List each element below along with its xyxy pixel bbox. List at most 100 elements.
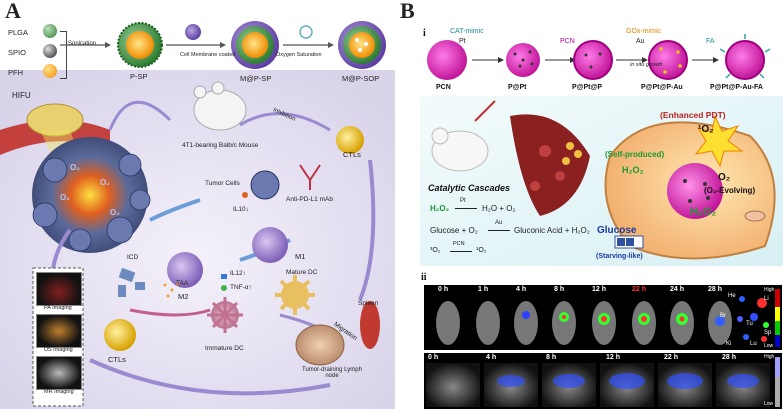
organ-li: Li — [764, 296, 769, 302]
legend-plga: PLGA — [8, 28, 29, 37]
eq1-left: H₂O₂ — [430, 204, 450, 213]
in-situ-label: in situ growth — [630, 62, 663, 68]
time-28h: 28 h — [708, 286, 723, 293]
fa-label: FA — [706, 38, 715, 45]
lymph-node-label: Tumor-draining Lymph node — [302, 367, 362, 379]
organ-br: Br — [720, 313, 726, 319]
eq1-right: H₂O + O₂ — [482, 204, 516, 213]
il12-label: IL12↑ — [230, 270, 246, 277]
starving-label: (Starving-like) — [596, 253, 643, 260]
eq2-right: Gluconic Acid + H₂O₂ — [514, 226, 590, 235]
m2-label: M2 — [178, 292, 189, 301]
time-1h: 1 h — [478, 286, 489, 293]
fluorescence-mice — [436, 289, 780, 347]
eq2-catalyst: Au — [495, 220, 503, 226]
self-produced-label: (Self-produced) — [605, 150, 665, 159]
legend-spio: SPIO — [8, 48, 26, 57]
scale-low-1: Low — [764, 343, 774, 349]
ctls-bottom-label: CTLs — [108, 355, 126, 364]
eq3-arrow — [450, 251, 472, 252]
subpanel-i-label: i — [423, 28, 426, 39]
mr-imaging-thumbnail — [36, 356, 82, 390]
o2-label: O₂ — [718, 172, 731, 183]
organ-he: He — [728, 293, 736, 299]
mr-imaging-label: MR Imaging — [44, 389, 74, 395]
scale-high-1: High — [764, 287, 775, 293]
hifu-label: HIFU — [12, 91, 31, 100]
spio-sphere-icon — [43, 44, 57, 58]
time-row-2: 0 h 4 h 8 h 12 h 22 h 28 h — [424, 354, 782, 364]
svg-text:O₂: O₂ — [70, 163, 80, 172]
us-time-4h: 4 h — [486, 354, 497, 361]
subpanel-ii-label: ii — [421, 272, 427, 283]
cascade-illustration — [420, 96, 783, 266]
ultrasound-frames — [426, 357, 780, 407]
tnf-label: TNF-α↑ — [230, 284, 252, 291]
svg-text:O₂: O₂ — [100, 178, 110, 187]
tumor-cells-label: Tumor Cells — [205, 180, 240, 187]
particle-ppt: P@Pt — [508, 84, 527, 91]
us-time-28h: 28 h — [722, 354, 737, 361]
spleen-label: Spleen — [358, 300, 379, 307]
pa-imaging-thumbnail — [36, 272, 82, 306]
singlet-oxygen-label: ¹O₂ — [698, 124, 714, 135]
us-imaging-label: US Imaging — [44, 347, 73, 353]
immature-dc-label: Immature DC — [205, 345, 244, 352]
organ-lu: Lu — [750, 341, 757, 347]
panel-label-a: A — [5, 0, 21, 23]
time-8h: 8 h — [554, 286, 565, 293]
particle-pptp: P@Pt@P — [572, 84, 602, 91]
taa-label: TAA — [176, 280, 189, 287]
ctls-top-label: CTLs — [343, 150, 361, 159]
time-0h: 0 h — [438, 286, 449, 293]
legend-bracket — [60, 31, 67, 79]
us-imaging-thumbnail — [36, 314, 82, 348]
eq3-right: ¹O₂ — [476, 247, 487, 254]
legend-pfh: PFH — [8, 68, 23, 77]
svg-text:O₂: O₂ — [110, 208, 120, 217]
eq2-left: Glucose + O₂ — [430, 226, 478, 235]
synthesis-row-b — [427, 34, 771, 80]
time-12h: 12 h — [592, 286, 607, 293]
au-label: Au — [636, 38, 645, 45]
svg-text:O₂: O₂ — [60, 193, 70, 202]
cat-mimic-label: CAT-mimic — [450, 28, 484, 35]
eq2-arrow — [488, 230, 510, 231]
organ-ki: Ki — [726, 341, 732, 347]
eq1-catalyst: Pt — [460, 198, 466, 204]
time-22h: 22 h — [632, 286, 647, 293]
panel-label-b: B — [400, 0, 415, 23]
product-mpsop: M@P-SOP — [342, 74, 380, 83]
product-mpsp: M@P-SP — [240, 74, 272, 83]
mouse-label: 4T1-bearing Balb/c Mouse — [182, 142, 259, 149]
eq3-left: ³O₂ — [430, 247, 441, 254]
pa-imaging-label: PA Imaging — [44, 305, 72, 311]
glucose-label: Glucose — [597, 225, 637, 236]
organ-tu: Tu — [746, 321, 753, 327]
step-membrane: Cell Membrane coated — [180, 52, 236, 58]
product-psp: P-SP — [130, 72, 148, 81]
organ-sp: Sp — [764, 330, 772, 336]
time-4h: 4 h — [516, 286, 527, 293]
h2o2-bottom-label: H₂O₂ — [690, 206, 717, 218]
gox-mimic-label: GOx-mimic — [626, 28, 661, 35]
us-time-22h: 22 h — [664, 354, 679, 361]
pt-label: Pt — [459, 38, 466, 45]
catalytic-cascades-label: Catalytic Cascades — [428, 183, 511, 193]
h2o2-top-label: H₂O₂ — [622, 165, 644, 175]
time-row-1: 0 h 1 h 4 h 8 h 12 h 22 h 24 h 28 h — [424, 286, 782, 296]
pfh-sphere-icon — [43, 64, 57, 78]
scale-low-2: Low — [764, 401, 774, 407]
us-time-0h: 0 h — [428, 354, 439, 361]
particle-pptpaufa: P@Pt@P-Au-FA — [710, 84, 763, 91]
plga-sphere-icon — [43, 24, 57, 38]
eq3-catalyst: PCN — [453, 241, 465, 247]
us-time-8h: 8 h — [546, 354, 557, 361]
pcn-step-label: PCN — [560, 38, 575, 45]
mature-dc-label: Mature DC — [286, 269, 318, 276]
time-24h: 24 h — [670, 286, 685, 293]
particle-pcn: PCN — [436, 84, 451, 91]
il10-label: IL10↓ — [233, 206, 249, 213]
scale-high-2: High — [764, 354, 775, 360]
us-time-12h: 12 h — [606, 354, 621, 361]
